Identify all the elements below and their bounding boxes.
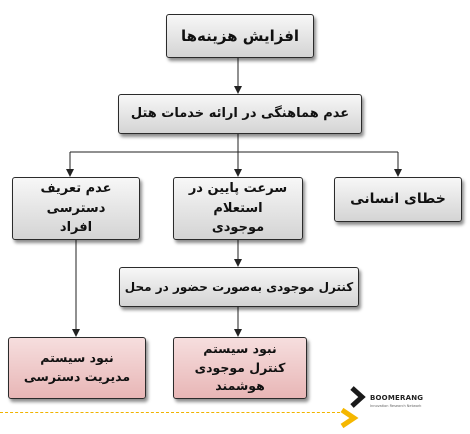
node-undefined-access: عدم تعریف دسترسی افراد bbox=[12, 177, 140, 240]
node-label: افزایش هزینه‌ها bbox=[180, 26, 300, 45]
node-increase-costs: افزایش هزینه‌ها bbox=[166, 14, 314, 58]
node-label: خطای انسانی bbox=[350, 191, 446, 207]
node-onsite-inventory-control: کنترل موجودی به‌صورت حضور در محل bbox=[119, 267, 359, 307]
node-no-access-management-system: نبود سیستم مدیریت دسترسی bbox=[8, 337, 146, 399]
logo-brand-text: BOOMERANG bbox=[370, 394, 424, 402]
node-human-error: خطای انسانی bbox=[334, 177, 462, 222]
node-label: عدم هماهنگی در ارائه خدمات هتل bbox=[130, 106, 350, 122]
node-label: نبود سیستم کنترل موجودی هوشمند bbox=[194, 340, 286, 394]
node-label: نبود سیستم مدیریت دسترسی bbox=[23, 350, 131, 384]
node-no-smart-inventory-control: نبود سیستم کنترل موجودی هوشمند bbox=[173, 337, 307, 399]
node-label: سرعت پایین در استعلام موجودی bbox=[188, 181, 288, 236]
node-slow-inventory-inquiry: سرعت پایین در استعلام موجودی bbox=[173, 177, 303, 240]
node-inconsistency-hotel-services: عدم هماهنگی در ارائه خدمات هتل bbox=[118, 94, 362, 134]
boomerang-logo-icon bbox=[340, 386, 366, 429]
footer-divider bbox=[0, 412, 340, 413]
node-label: کنترل موجودی به‌صورت حضور در محل bbox=[124, 280, 354, 294]
node-label: عدم تعریف دسترسی افراد bbox=[40, 181, 112, 236]
logo-tagline: Innovation Research Network bbox=[370, 404, 422, 408]
